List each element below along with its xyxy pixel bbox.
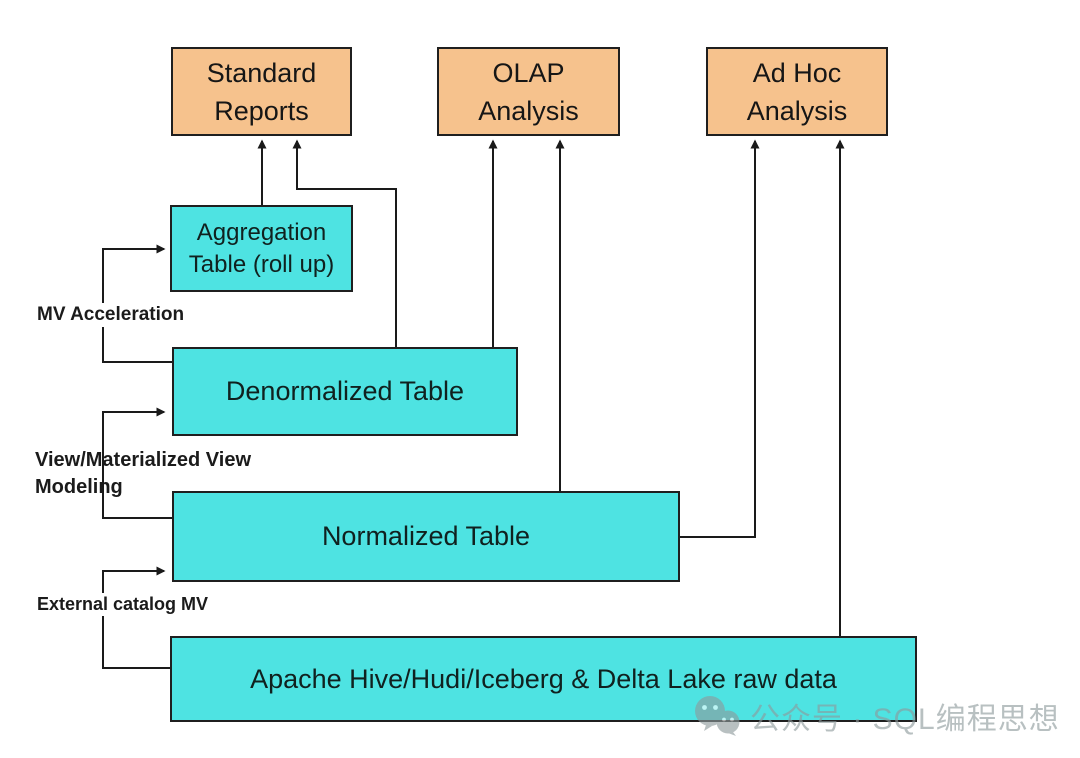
node-standard-reports: Standard Reports [171, 47, 352, 136]
edge-normalized-to-adhoc [680, 139, 760, 538]
node-normalized-table: Normalized Table [172, 491, 680, 582]
edge-label-mv-acceleration: MV Acceleration [35, 303, 187, 327]
node-raw-data-label: Apache Hive/Hudi/Iceberg & Delta Lake ra… [250, 663, 837, 694]
node-olap-analysis-label: OLAP Analysis [478, 57, 579, 126]
node-denormalized-table: Denormalized Table [172, 347, 518, 436]
edge-denormalized-to-standard-reports [292, 139, 397, 347]
edge-rawdata-to-normalized-catalog [102, 566, 170, 669]
edge-label-external-catalog-mv: External catalog MV [35, 593, 211, 616]
watermark-text: 公众号 · SQL编程思想 [750, 703, 1060, 736]
node-aggregation-table: Aggregation Table (roll up) [170, 205, 353, 292]
wechat-icon [692, 695, 742, 737]
node-ad-hoc-analysis-label: Ad Hoc Analysis [746, 57, 848, 126]
node-normalized-table-label: Normalized Table [321, 521, 531, 551]
node-olap-analysis: OLAP Analysis [437, 47, 620, 136]
watermark: 公众号 · SQL编程思想 [692, 694, 1060, 738]
edge-label-view-materialized-view-modeling: View/Materialized View Modeling [35, 449, 252, 498]
node-aggregation-table-label: Aggregation Table (roll up) [188, 218, 335, 278]
node-ad-hoc-analysis: Ad Hoc Analysis [706, 47, 888, 136]
edge-normalized-to-denormalized-view [102, 407, 172, 519]
node-denormalized-table-label: Denormalized Table [225, 376, 465, 406]
node-standard-reports-label: Standard Reports [206, 57, 317, 126]
node-raw-data: Apache Hive/Hudi/Iceberg & Delta Lake ra… [170, 636, 917, 722]
